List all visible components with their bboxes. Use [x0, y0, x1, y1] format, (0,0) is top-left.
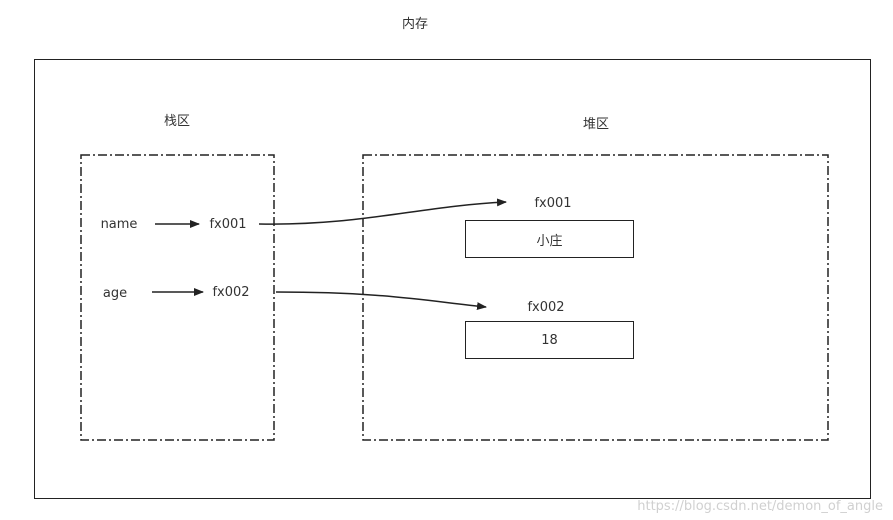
stack-region	[80, 154, 275, 441]
fx002-reference-arrow	[275, 291, 487, 311]
heap-addr-fx002: fx002	[527, 300, 565, 315]
memory-title: 内存	[401, 17, 429, 32]
stack-var-age: age	[102, 286, 128, 301]
heap-label: 堆区	[582, 117, 610, 132]
memory-frame	[34, 59, 871, 499]
fx001-reference-arrow	[258, 198, 507, 225]
heap-region	[362, 154, 829, 441]
stack-label: 栈区	[163, 114, 191, 129]
heap-object-fx002: 18	[465, 321, 634, 359]
heap-object-fx001: 小庄	[465, 220, 634, 258]
heap-addr-fx001: fx001	[534, 196, 572, 211]
stack-addr-fx002: fx002	[212, 285, 250, 300]
stack-addr-fx001: fx001	[209, 217, 247, 232]
watermark: https://blog.csdn.net/demon_of_angle	[637, 499, 883, 514]
stack-var-name: name	[100, 217, 138, 232]
